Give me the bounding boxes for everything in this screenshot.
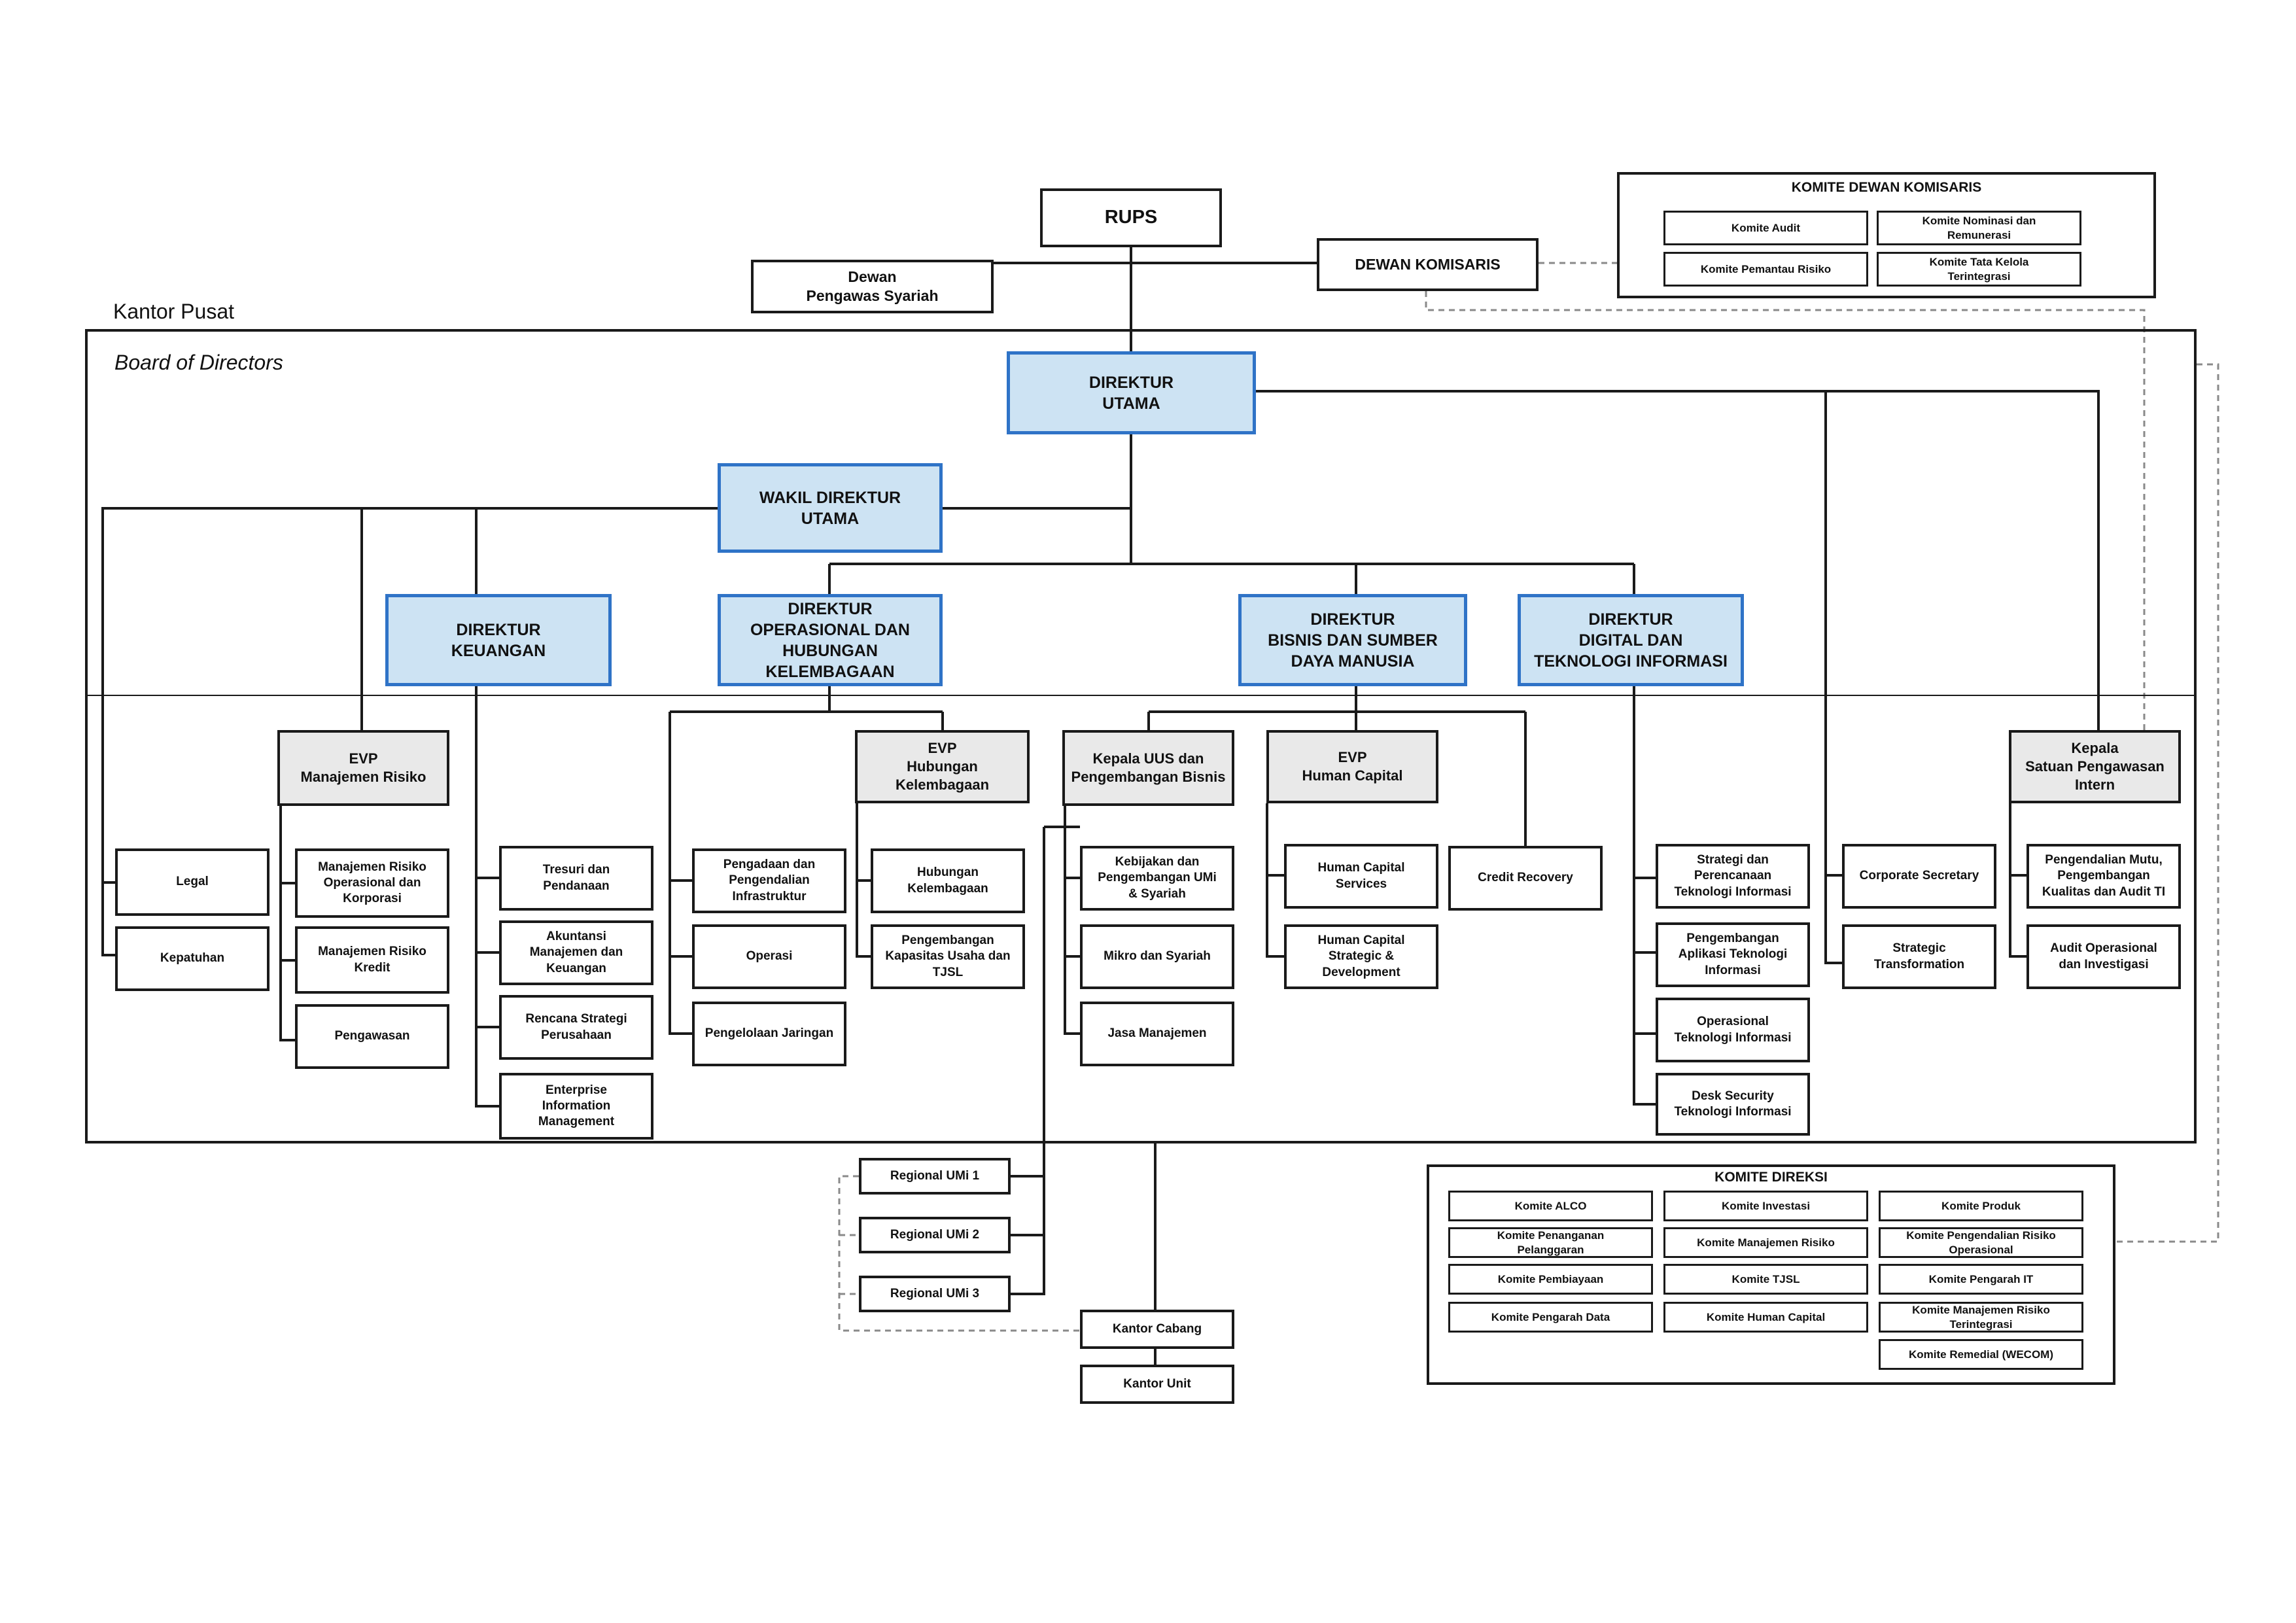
direktur-operasional-box[interactable]: DIREKTUR OPERASIONAL DAN HUBUNGAN KELEMB… [718, 594, 943, 686]
mr-operasional-box[interactable]: Manajemen Risiko Operasional dan Korpora… [295, 848, 449, 918]
komite-audit-box[interactable]: Komite Audit [1663, 211, 1868, 245]
tresuri-box[interactable]: Tresuri dan Pendanaan [499, 846, 653, 911]
wakil-direktur-utama-box[interactable]: WAKIL DIREKTUR UTAMA [718, 463, 943, 553]
line-regional-spine [1011, 827, 1045, 1295]
jasa-manajemen-box[interactable]: Jasa Manajemen [1080, 1002, 1234, 1066]
dewan-komisaris-box[interactable]: DEWAN KOMISARIS [1317, 238, 1539, 291]
komite-dewan-komisaris-panel [1617, 172, 2156, 298]
komite-pengendalian-risiko-box[interactable]: Komite Pengendalian Risiko Operasional [1879, 1227, 2083, 1258]
dashed-dekom-spi [1425, 291, 2146, 730]
komite-pengarah-it-box[interactable]: Komite Pengarah IT [1879, 1264, 2083, 1295]
komite-dewan-komisaris-title: KOMITE DEWAN KOMISARIS [1791, 180, 1982, 195]
credit-recovery-box[interactable]: Credit Recovery [1448, 846, 1603, 911]
direktur-utama-box[interactable]: DIREKTUR UTAMA [1007, 351, 1256, 434]
dashed-regional [838, 1175, 1080, 1332]
line-utama-right [1256, 390, 2100, 730]
hubungan-kelembagaan-box[interactable]: Hubungan Kelembagaan [871, 848, 1025, 913]
evp-human-capital-box[interactable]: EVP Human Capital [1266, 730, 1438, 803]
hc-services-box[interactable]: Human Capital Services [1284, 844, 1438, 909]
desk-security-box[interactable]: Desk Security Teknologi Informasi [1656, 1073, 1810, 1136]
line-uus-children [1064, 806, 1080, 1035]
board-of-directors-frame [85, 329, 2197, 1143]
pengelolaan-jaringan-box[interactable]: Pengelolaan Jaringan [692, 1002, 846, 1066]
legal-box[interactable]: Legal [115, 848, 270, 916]
direktur-keuangan-box[interactable]: DIREKTUR KEUANGAN [385, 594, 612, 686]
operasional-ti-box[interactable]: Operasional Teknologi Informasi [1656, 998, 1810, 1062]
evp-hubungan-kelembagaan-box[interactable]: EVP Hubungan Kelembagaan [855, 730, 1030, 803]
corporate-secretary-box[interactable]: Corporate Secretary [1842, 844, 1996, 909]
komite-alco-box[interactable]: Komite ALCO [1448, 1191, 1653, 1221]
regional-umi-2-box[interactable]: Regional UMi 2 [859, 1217, 1011, 1253]
kepala-uus-box[interactable]: Kepala UUS dan Pengembangan Bisnis [1062, 730, 1234, 806]
kebijakan-umi-box[interactable]: Kebijakan dan Pengembangan UMi & Syariah [1080, 846, 1234, 911]
dewan-pengawas-syariah-box[interactable]: Dewan Pengawas Syariah [751, 260, 994, 313]
komite-pembiayaan-box[interactable]: Komite Pembiayaan [1448, 1264, 1653, 1295]
komite-nominasi-box[interactable]: Komite Nominasi dan Remunerasi [1877, 211, 2081, 245]
dashed-komite-direksi [2115, 363, 2219, 1243]
board-of-directors-label: Board of Directors [114, 351, 283, 374]
mikro-syariah-box[interactable]: Mikro dan Syariah [1080, 924, 1234, 989]
pengadaan-box[interactable]: Pengadaan dan Pengendalian Infrastruktur [692, 848, 846, 913]
line-wakil-bus [101, 507, 718, 956]
operasi-box[interactable]: Operasi [692, 924, 846, 989]
rups-box[interactable]: RUPS [1040, 188, 1222, 247]
line-spi-children [2009, 803, 2026, 958]
line-hc-children [1266, 803, 1284, 958]
komite-tjsl-box[interactable]: Komite TJSL [1663, 1264, 1868, 1295]
line-digital-children [1633, 686, 1656, 1106]
pengendalian-mutu-box[interactable]: Pengendalian Mutu, Pengembangan Kualitas… [2026, 844, 2181, 909]
regional-umi-3-box[interactable]: Regional UMi 3 [859, 1276, 1011, 1312]
komite-manajemen-risiko-box[interactable]: Komite Manajemen Risiko [1663, 1227, 1868, 1258]
komite-penanganan-pelanggaran-box[interactable]: Komite Penanganan Pelanggaran [1448, 1227, 1653, 1258]
komite-mr-terintegrasi-box[interactable]: Komite Manajemen Risiko Terintegrasi [1879, 1302, 2083, 1333]
direktur-digital-box[interactable]: DIREKTUR DIGITAL DAN TEKNOLOGI INFORMASI [1518, 594, 1744, 686]
komite-human-capital-box[interactable]: Komite Human Capital [1663, 1302, 1868, 1333]
komite-produk-box[interactable]: Komite Produk [1879, 1191, 2083, 1221]
komite-remedial-box[interactable]: Komite Remedial (WECOM) [1879, 1339, 2083, 1370]
komite-pengarah-data-box[interactable]: Komite Pengarah Data [1448, 1302, 1653, 1333]
komite-pemantau-risiko-box[interactable]: Komite Pemantau Risiko [1663, 252, 1868, 287]
kepala-spi-box[interactable]: Kepala Satuan Pengawasan Intern [2009, 730, 2181, 803]
strategic-transformation-box[interactable]: Strategic Transformation [1842, 924, 1996, 989]
kantor-cabang-box[interactable]: Kantor Cabang [1080, 1310, 1234, 1349]
kantor-unit-box[interactable]: Kantor Unit [1080, 1365, 1234, 1404]
line-keuangan-children [475, 686, 499, 1108]
pengawasan-box[interactable]: Pengawasan [295, 1004, 449, 1069]
komite-direksi-panel [1427, 1164, 2115, 1385]
enterprise-info-box[interactable]: Enterprise Information Management [499, 1073, 653, 1140]
komite-direksi-title: KOMITE DIREKSI [1714, 1170, 1828, 1185]
mr-kredit-box[interactable]: Manajemen Risiko Kredit [295, 926, 449, 994]
hc-strategic-box[interactable]: Human Capital Strategic & Development [1284, 924, 1438, 989]
aplikasi-ti-box[interactable]: Pengembangan Aplikasi Teknologi Informas… [1656, 922, 1810, 987]
regional-umi-1-box[interactable]: Regional UMi 1 [859, 1158, 1011, 1195]
pengembangan-kapasitas-box[interactable]: Pengembangan Kapasitas Usaha dan TJSL [871, 924, 1025, 989]
komite-investasi-box[interactable]: Komite Investasi [1663, 1191, 1868, 1221]
audit-operasional-box[interactable]: Audit Operasional dan Investigasi [2026, 924, 2181, 989]
komite-tata-kelola-box[interactable]: Komite Tata Kelola Terintegrasi [1877, 252, 2081, 287]
board-divider [85, 695, 2197, 696]
line-utama-corsec [1824, 391, 1842, 964]
line-hk-children [856, 803, 871, 958]
direktur-bisnis-box[interactable]: DIREKTUR BISNIS DAN SUMBER DAYA MANUSIA [1238, 594, 1467, 686]
strategi-ti-box[interactable]: Strategi dan Perencanaan Teknologi Infor… [1656, 844, 1810, 909]
kepatuhan-box[interactable]: Kepatuhan [115, 926, 270, 991]
akuntansi-box[interactable]: Akuntansi Manajemen dan Keuangan [499, 920, 653, 985]
kantor-pusat-label: Kantor Pusat [113, 300, 234, 323]
rencana-strategi-box[interactable]: Rencana Strategi Perusahaan [499, 995, 653, 1060]
evp-manajemen-risiko-box[interactable]: EVP Manajemen Risiko [277, 730, 449, 806]
line-operasional-left [669, 712, 692, 1035]
